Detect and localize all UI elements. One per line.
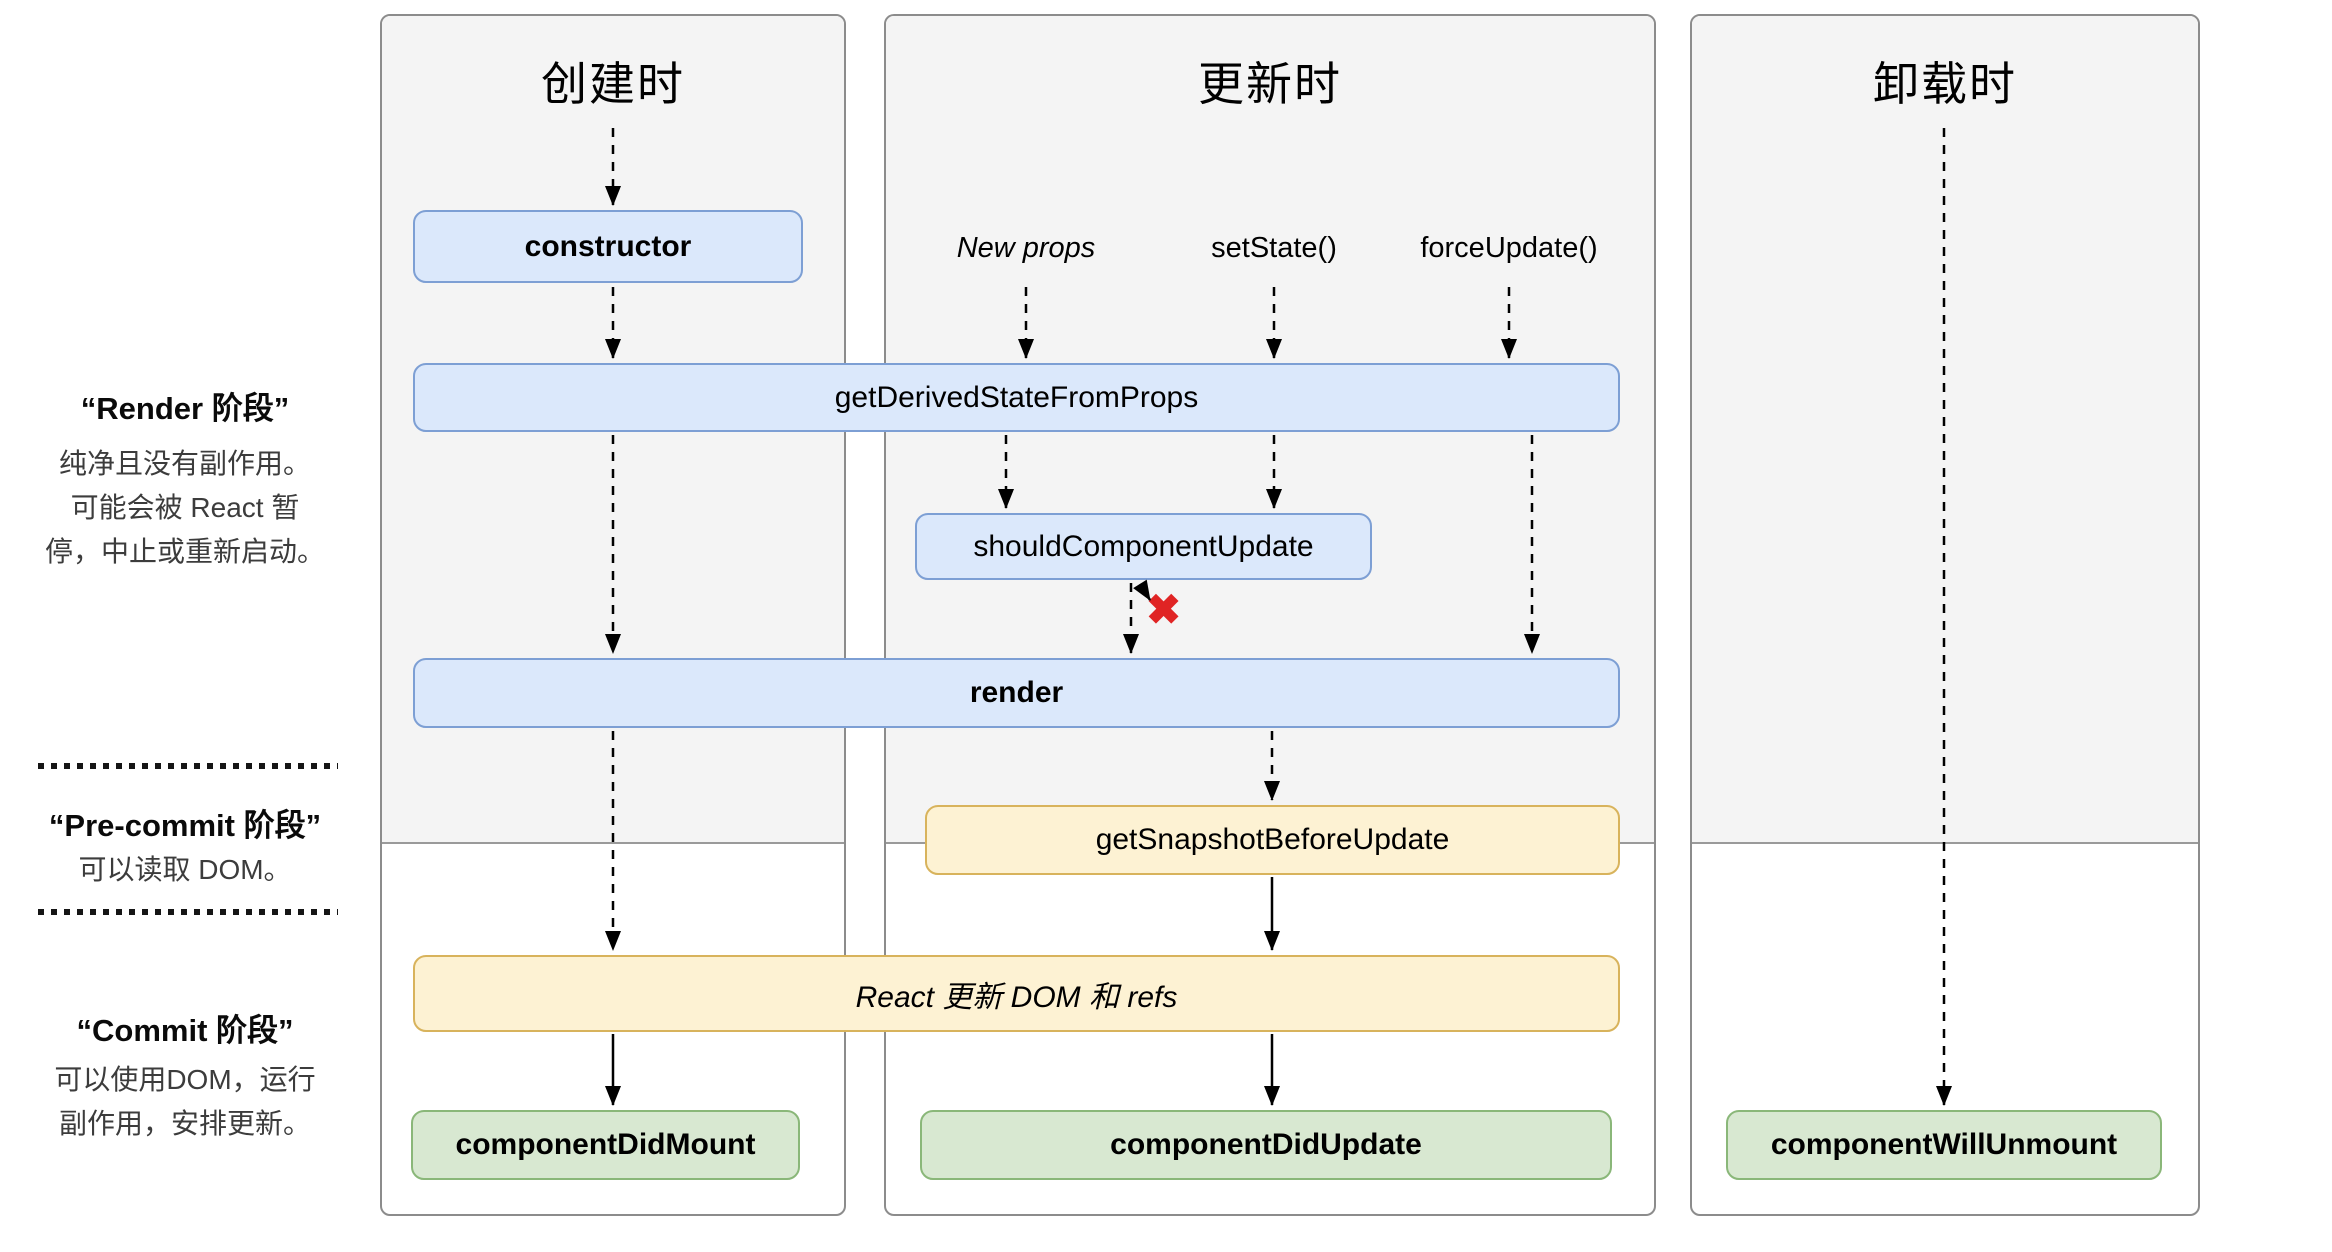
commit-phase-line-1: 可以使用DOM，运行	[54, 1064, 316, 1095]
node-constructor[interactable]: constructor	[413, 210, 803, 283]
render-phase-description: 纯净且没有副作用。 可能会被 React 暂 停，中止或重新启动。	[20, 442, 350, 574]
node-getderivedstatefromprops[interactable]: getDerivedStateFromProps	[413, 363, 1620, 432]
trigger-setstate[interactable]: setState()	[1211, 232, 1337, 264]
commit-phase-title: “Commit 阶段”	[76, 1013, 294, 1048]
column-mounting: 创建时	[380, 14, 846, 1216]
pre-commit-phase-line-1: 可以读取 DOM。	[78, 854, 292, 885]
node-shouldcomponentupdate[interactable]: shouldComponentUpdate	[915, 513, 1372, 580]
column-unmounting: 卸载时	[1690, 14, 2200, 1216]
trigger-forceupdate[interactable]: forceUpdate()	[1420, 232, 1598, 264]
pre-commit-phase-description: 可以读取 DOM。	[20, 848, 350, 892]
node-componentdidmount[interactable]: componentDidMount	[411, 1110, 800, 1180]
reject-x-icon: ✖	[1146, 586, 1182, 633]
trigger-new-props: New props	[956, 232, 1096, 264]
node-react-updates-dom: React 更新 DOM 和 refs	[413, 955, 1620, 1032]
pre-commit-phase-title: “Pre-commit 阶段”	[48, 808, 322, 843]
commit-phase-line-2: 副作用，安排更新。	[58, 1108, 311, 1139]
column-updating: 更新时	[884, 14, 1656, 1216]
render-phase-line-2: 可能会被 React 暂	[70, 492, 300, 523]
node-render[interactable]: render	[413, 658, 1620, 728]
node-getsnapshotbeforeupdate[interactable]: getSnapshotBeforeUpdate	[925, 805, 1620, 875]
column-title-updating: 更新时	[1198, 58, 1342, 110]
render-phase-title: “Render 阶段”	[80, 391, 290, 426]
render-phase-line-3: 停，中止或重新启动。	[44, 536, 325, 567]
node-componentwillunmount[interactable]: componentWillUnmount	[1726, 1110, 2162, 1180]
render-phase-line-1: 纯净且没有副作用。	[58, 448, 311, 479]
column-title-mounting: 创建时	[541, 58, 685, 110]
column-title-unmounting: 卸载时	[1873, 58, 2017, 110]
commit-phase-description: 可以使用DOM，运行 副作用，安排更新。	[20, 1058, 350, 1146]
render-phase-shade-unmounting	[1692, 16, 2198, 844]
node-componentdidupdate[interactable]: componentDidUpdate	[920, 1110, 1612, 1180]
